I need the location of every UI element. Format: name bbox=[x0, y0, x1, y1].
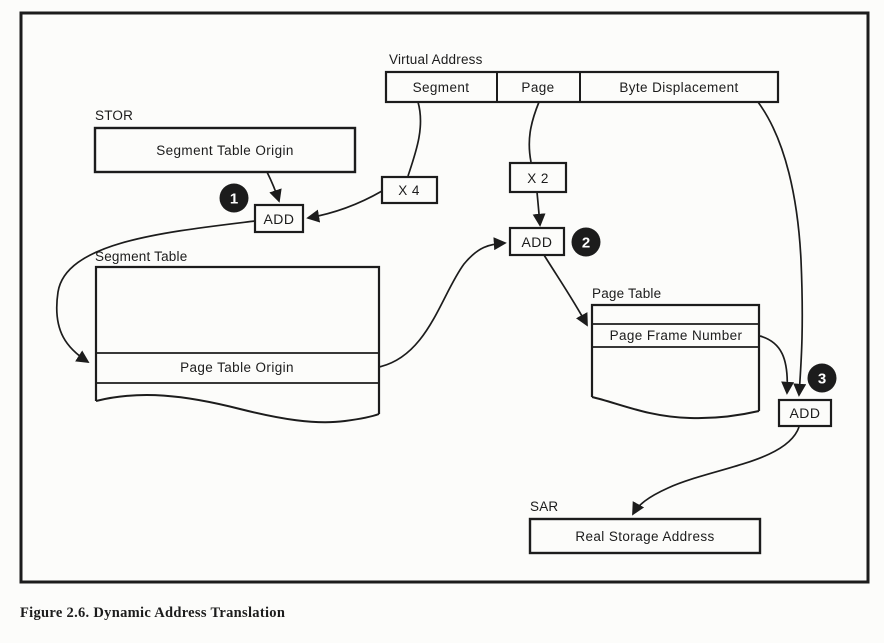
step-badge-1-number: 1 bbox=[230, 191, 238, 208]
virtual-address-label: Virtual Address bbox=[389, 52, 483, 67]
connector-add2-to-page-table bbox=[543, 254, 588, 327]
segment-table-torn-edge bbox=[95, 394, 380, 424]
connector-pfn-to-add3 bbox=[759, 335, 795, 395]
add3-box bbox=[777, 398, 833, 428]
stor-box bbox=[93, 126, 357, 174]
connector-stor-to-add1 bbox=[266, 171, 282, 203]
x2-label: X 2 bbox=[527, 171, 548, 186]
stor-value: Segment Table Origin bbox=[156, 143, 294, 158]
va-field-segment: Segment bbox=[413, 80, 470, 95]
add1-box bbox=[253, 203, 305, 234]
add3-label: ADD bbox=[789, 405, 820, 421]
diagram-border bbox=[19, 11, 870, 584]
segment-table-box bbox=[94, 265, 381, 414]
step-badge-2-number: 2 bbox=[582, 235, 590, 252]
connector-x4-to-add1 bbox=[306, 190, 383, 223]
add1-label: ADD bbox=[263, 211, 294, 227]
sar-value: Real Storage Address bbox=[575, 529, 714, 544]
sar-label: SAR bbox=[530, 499, 558, 514]
x4-label: X 4 bbox=[398, 183, 420, 198]
va-field-page: Page bbox=[521, 80, 554, 95]
connector-add1-to-segment-table bbox=[55, 220, 256, 363]
va-field-byte-displacement: Byte Displacement bbox=[619, 80, 738, 95]
page-table-box bbox=[590, 303, 761, 411]
page-frame-number-entry: Page Frame Number bbox=[610, 328, 743, 343]
connector-pto-to-add2 bbox=[378, 237, 507, 368]
sar-box bbox=[528, 517, 762, 555]
add2-box bbox=[508, 226, 566, 257]
step-badge-2 bbox=[571, 227, 601, 257]
page-table-torn-edge bbox=[591, 396, 760, 420]
add2-label: ADD bbox=[521, 234, 552, 250]
segment-table-label: Segment Table bbox=[95, 249, 187, 264]
connector-segment-to-x4 bbox=[407, 101, 422, 177]
x2-box bbox=[508, 161, 568, 194]
connector-x2-to-add2 bbox=[532, 191, 546, 227]
virtual-address-box bbox=[384, 70, 780, 104]
page-table-origin-entry: Page Table Origin bbox=[180, 360, 294, 375]
step-badge-3 bbox=[807, 363, 837, 393]
stor-label: STOR bbox=[95, 108, 133, 123]
step-badge-3-number: 3 bbox=[818, 371, 826, 388]
connector-page-to-x2 bbox=[528, 101, 540, 163]
page-table-label: Page Table bbox=[592, 286, 661, 301]
connector-bytedisp-to-add3 bbox=[757, 101, 807, 397]
x4-box bbox=[380, 175, 439, 205]
step-badge-1 bbox=[219, 183, 249, 213]
connector-add3-to-sar bbox=[632, 426, 800, 516]
figure-caption: Figure 2.6. Dynamic Address Translation bbox=[20, 605, 285, 621]
